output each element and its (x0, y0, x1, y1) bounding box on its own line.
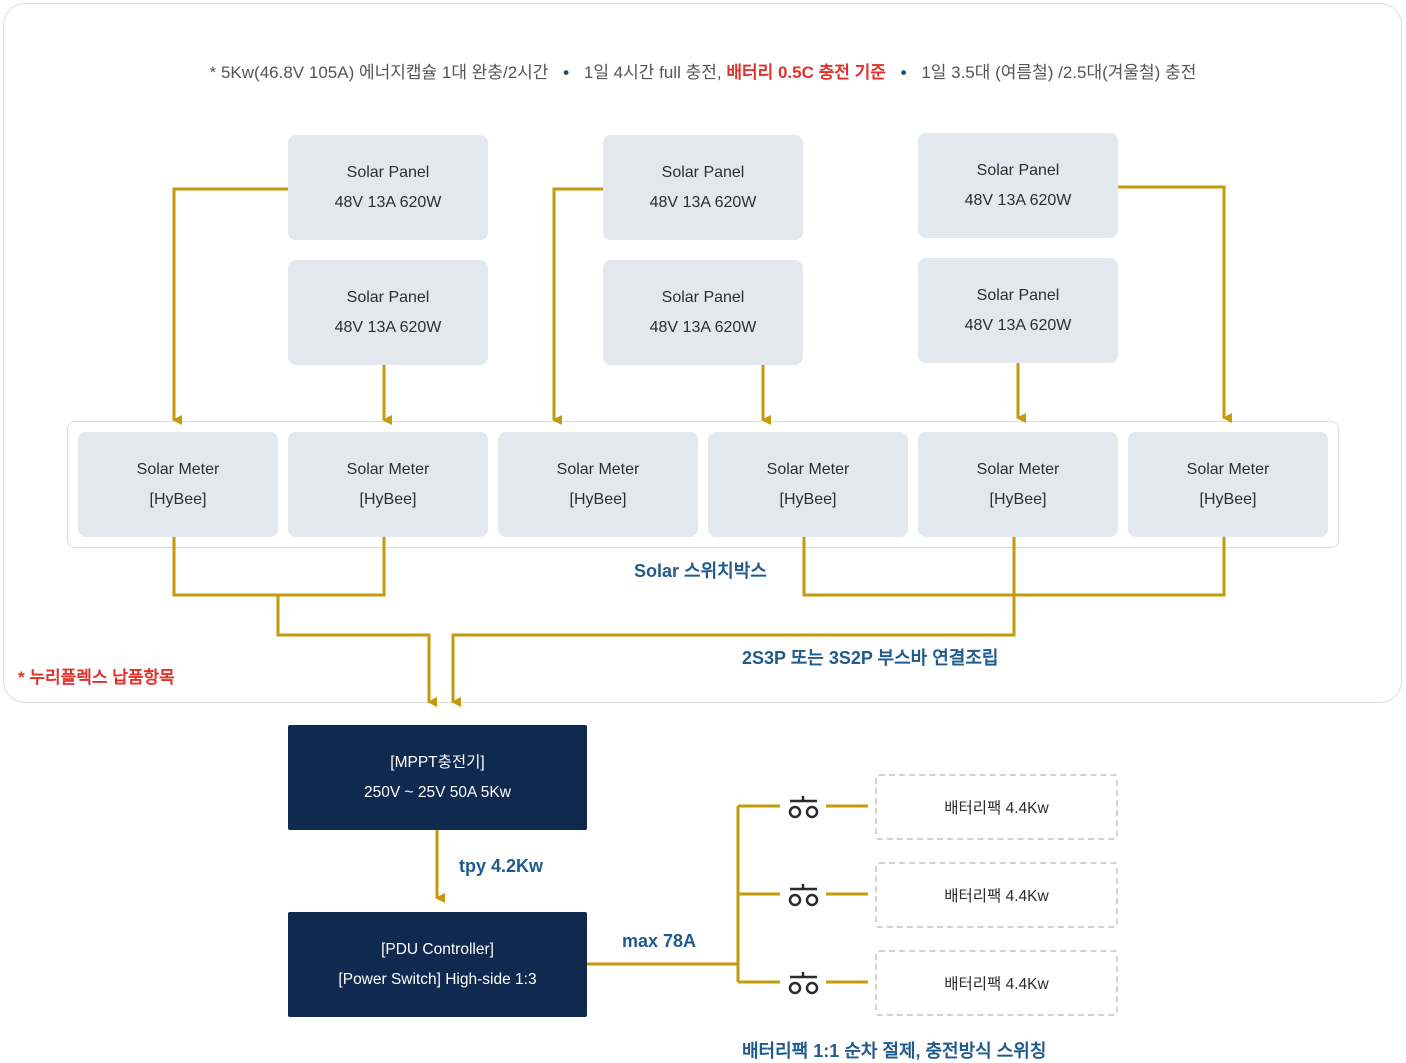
mppt-title: [MPPT충전기] (390, 753, 485, 771)
solar-panel: Solar Panel 48V 13A 620W (288, 135, 488, 240)
switchbox-label: Solar 스위치박스 (634, 561, 767, 581)
wire-panel5-meter6 (1118, 185, 1232, 423)
switch-open-icon (788, 796, 819, 819)
solar-meter-sub: [HyBee] (1199, 490, 1257, 508)
solar-meter-title: Solar Meter (976, 460, 1060, 478)
solar-meter-sub: [HyBee] (779, 490, 837, 508)
pdu-title: [PDU Controller] (381, 940, 494, 958)
battery-pack-label: 배터리팩 4.4Kw (944, 976, 1049, 993)
solar-meter-sub: [HyBee] (149, 490, 207, 508)
solar-meter: Solar Meter [HyBee] (918, 432, 1118, 537)
nuri-supply-label: * 누리플렉스 납품항목 (18, 668, 175, 687)
busbar-label: 2S3P 또는 3S2P 부스바 연결조립 (742, 648, 999, 668)
switch-open-icon (788, 972, 819, 995)
mppt-charger: [MPPT충전기] 250V ~ 25V 50A 5Kw (288, 725, 587, 830)
wire-left-busbar (276, 595, 437, 707)
solar-panel-title: Solar Panel (346, 163, 430, 181)
bullet-icon: • (563, 63, 570, 82)
solar-panel-title: Solar Panel (976, 161, 1060, 179)
wire-meter5-down (451, 537, 1016, 707)
pdu-controller: [PDU Controller] [Power Switch] High-sid… (288, 912, 587, 1017)
solar-panel-spec: 48V 13A 620W (334, 318, 442, 336)
solar-meter-sub: [HyBee] (569, 490, 627, 508)
solar-meter: Solar Meter [HyBee] (498, 432, 698, 537)
battery-note-label: 배터리팩 1:1 순차 절제, 충전방식 스위칭 (742, 1041, 1047, 1061)
solar-panel: Solar Panel 48V 13A 620W (288, 260, 488, 365)
solar-panel-spec: 48V 13A 620W (649, 193, 757, 211)
header-note-part1: * 5Kw(46.8V 105A) 에너지캡슐 1대 완충/2시간 (209, 63, 549, 82)
wire-meter1-down (172, 537, 386, 597)
bullet-icon: • (900, 63, 907, 82)
tpy-label: tpy 4.2Kw (459, 856, 544, 876)
solar-panel: Solar Panel 48V 13A 620W (918, 133, 1118, 238)
battery-pack: 배터리팩 4.4Kw (875, 774, 1118, 840)
header-note-part2: 1일 4시간 full 충전, (583, 63, 722, 82)
solar-panel: Solar Panel 48V 13A 620W (918, 258, 1118, 363)
wire-panel3-meter3 (552, 187, 603, 425)
solar-meter: Solar Meter [HyBee] (708, 432, 908, 537)
solar-panel: Solar Panel 48V 13A 620W (603, 260, 803, 365)
mppt-spec: 250V ~ 25V 50A 5Kw (364, 783, 511, 801)
solar-meter-title: Solar Meter (346, 460, 430, 478)
switch-open-icon (788, 884, 819, 907)
solar-meter: Solar Meter [HyBee] (288, 432, 488, 537)
header-note-part2-red: 배터리 0.5C 충전 기준 (726, 63, 886, 82)
battery-pack-label: 배터리팩 4.4Kw (944, 800, 1049, 817)
solar-meter-sub: [HyBee] (359, 490, 417, 508)
solar-panel-title: Solar Panel (976, 286, 1060, 304)
solar-panel-spec: 48V 13A 620W (334, 193, 442, 211)
solar-switchbox-frame (67, 421, 1339, 548)
max-current-label: max 78A (622, 931, 697, 951)
wire-panel1-meter1 (172, 187, 288, 425)
solar-panel-spec: 48V 13A 620W (964, 191, 1072, 209)
solar-panel-title: Solar Panel (661, 288, 745, 306)
solar-meter-title: Solar Meter (556, 460, 640, 478)
solar-panel-spec: 48V 13A 620W (964, 316, 1072, 334)
header-note: * 5Kw(46.8V 105A) 에너지캡슐 1대 완충/2시간 • 1일 4… (0, 58, 1406, 83)
solar-meter-title: Solar Meter (766, 460, 850, 478)
solar-meter: Solar Meter [HyBee] (78, 432, 278, 537)
solar-meter-title: Solar Meter (1186, 460, 1270, 478)
pdu-spec: [Power Switch] High-side 1:3 (338, 970, 537, 988)
battery-pack: 배터리팩 4.4Kw (875, 862, 1118, 928)
header-note-part3: 1일 3.5대 (여름철) /2.5대(겨울철) 충전 (921, 63, 1197, 82)
solar-panel-title: Solar Panel (346, 288, 430, 306)
solar-panel-spec: 48V 13A 620W (649, 318, 757, 336)
solar-panel-title: Solar Panel (661, 163, 745, 181)
solar-panel: Solar Panel 48V 13A 620W (603, 135, 803, 240)
solar-meter-title: Solar Meter (136, 460, 220, 478)
battery-pack-label: 배터리팩 4.4Kw (944, 888, 1049, 905)
solar-meter-sub: [HyBee] (989, 490, 1047, 508)
solar-meter: Solar Meter [HyBee] (1128, 432, 1328, 537)
battery-pack: 배터리팩 4.4Kw (875, 950, 1118, 1016)
